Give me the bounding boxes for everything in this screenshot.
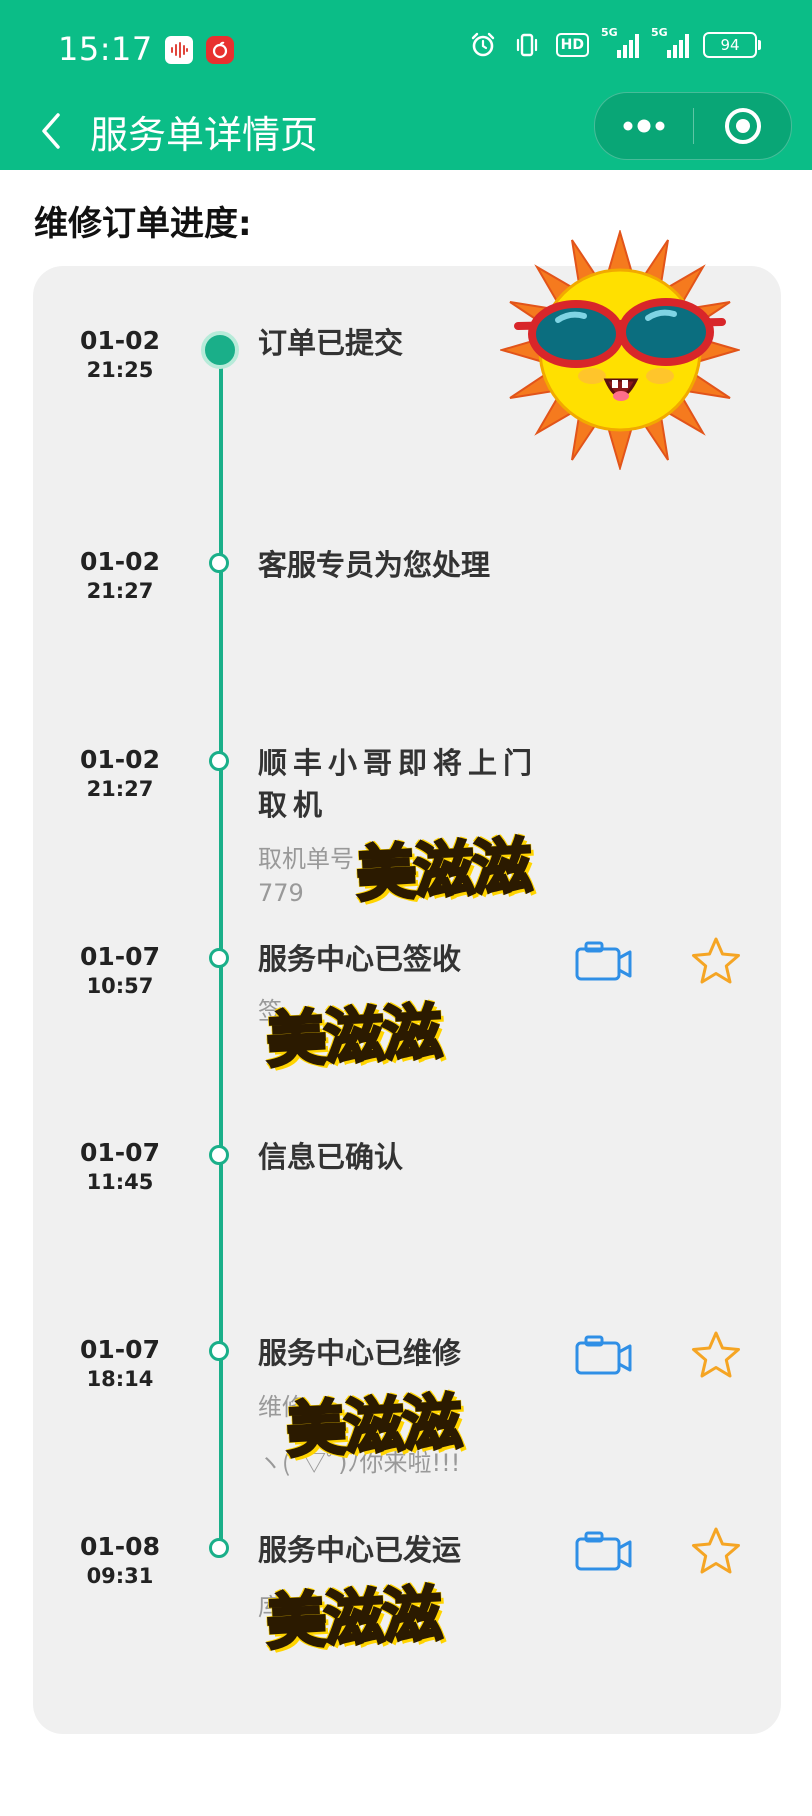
event-title-4: 服务中心已签收 [258,942,462,976]
more-dots-icon [623,119,665,133]
event-sub-7: 库 [258,1593,282,1621]
netease-music-app-icon [206,36,234,64]
chevron-left-icon [42,113,60,149]
camera-button[interactable] [574,938,634,988]
event-date-4: 01-07 10:57 [80,942,160,998]
timeline-dot [209,1341,229,1361]
sun-sunglasses-icon [498,228,742,472]
timeline-dot [209,948,229,968]
favorite-button[interactable] [690,936,750,986]
voice-recorder-app-icon [165,36,193,64]
event-date-2: 01-02 21:27 [80,547,160,603]
timeline-dot [209,1538,229,1558]
status-bar: 15:17 HD 5G 5G 94 [0,0,812,96]
sticker-meizizi: 美滋滋 [263,996,443,1078]
event-date-1: 01-02 21:25 [80,326,160,382]
signal-icon-1: 5G [601,26,639,58]
event-title-5: 信息已确认 [258,1140,404,1174]
alarm-icon [468,30,498,60]
favorite-button[interactable] [690,1330,750,1380]
camera-button[interactable] [574,1332,634,1382]
event-sub-6b: ヽ(ﾟ▽ﾟ)ﾉ你来啦!!! [258,1449,461,1477]
timeline-dot-active [201,331,239,369]
sticker-meizizi: 美滋滋 [263,1578,443,1660]
camera-icon [575,941,632,981]
sun-sunglasses-sticker [498,228,742,472]
event-date-3: 01-02 21:27 [80,745,160,801]
star-icon [692,1527,740,1574]
sticker-meizizi: 美滋滋 [283,1386,463,1468]
sticker-meizizi: 美滋滋 [353,830,533,912]
hd-badge: HD [555,33,589,57]
event-title-6: 服务中心已维修 [258,1336,462,1370]
nav-bar: 服务单详情页 [0,92,812,170]
event-date-5: 01-07 11:45 [80,1138,160,1194]
event-date-6: 01-07 18:14 [80,1335,160,1391]
mini-program-capsule [594,92,792,160]
signal-icon-2: 5G [651,26,689,58]
page-title: 服务单详情页 [90,113,319,157]
timeline-dot [209,553,229,573]
camera-button[interactable] [574,1528,634,1578]
progress-card [33,266,781,1734]
capsule-divider [693,108,694,144]
timeline-dot [209,1145,229,1165]
event-date-7: 01-08 09:31 [80,1532,160,1588]
event-sub-6a: 维修 [258,1393,306,1421]
status-time: 15:17 [58,30,153,68]
star-icon [692,937,740,984]
close-mini-program-button[interactable] [694,93,791,159]
favorite-button[interactable] [690,1526,750,1576]
event-title-2: 客服专员为您处理 [258,548,491,582]
timeline-dot [209,751,229,771]
event-title-3: 顺丰小哥即将上门 取机 [258,746,539,822]
camera-icon [575,1335,632,1375]
event-title-7: 服务中心已发运 [258,1533,462,1567]
section-title: 维修订单进度: [34,204,252,244]
event-title-1: 订单已提交 [258,326,404,360]
target-close-icon [724,108,761,144]
camera-icon [575,1531,632,1571]
star-icon [692,1331,740,1378]
event-sub-4: 签 [258,997,282,1025]
status-indicators: HD 5G 5G 94 [468,26,761,60]
back-button[interactable] [26,106,76,156]
event-sub-3: 取机单号 779 [258,845,354,907]
vibrate-icon [512,30,542,60]
battery-indicator: 94 [703,32,761,58]
more-button[interactable] [595,93,693,159]
